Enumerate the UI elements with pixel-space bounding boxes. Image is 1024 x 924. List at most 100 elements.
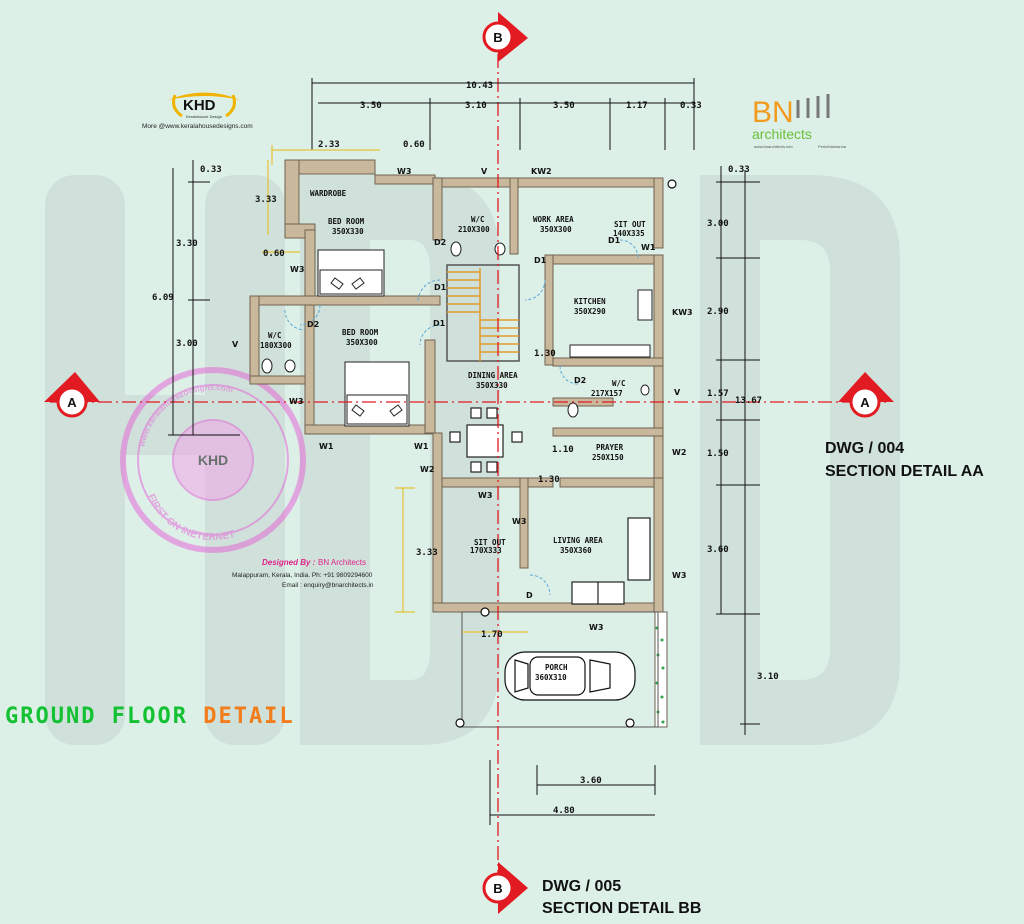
room-living-name: LIVING AREA [553,536,603,545]
dim-stair-a: 1.30 [534,349,556,359]
room-wc-mid-name: W/C [268,331,282,340]
section-marker-b-top: B [482,12,528,62]
svg-text:D: D [526,591,533,600]
room-wardrobe-name: WARDROBE [310,189,347,198]
svg-text:A: A [860,395,870,410]
dwg-aa-title: SECTION DETAIL AA [825,463,984,480]
khd-logo: KHD Keralahouse Design More @www.keralah… [142,92,253,130]
dim-wardrobe-off: 0.60 [403,140,425,150]
designed-by: BN Architects [318,558,366,567]
svg-text:KW2: KW2 [531,167,552,176]
watermark-letters [45,175,900,745]
khd-sub: Keralahouse Design [186,114,222,119]
dining-table [449,407,523,473]
designed-by-prefix: Designed By : [262,558,316,567]
page-title: GROUND FLOOR DETAIL [5,704,295,729]
svg-text:B: B [493,30,502,45]
dim-right-total: 13.67 [735,396,762,406]
credit-email: Email : enquiry@bnarchitects.in [282,582,374,589]
room-kitchen-name: KITCHEN [574,297,606,306]
bn-logo: BN architects www.bnarchitects.info Peri… [752,94,847,149]
svg-text:D2: D2 [434,238,446,247]
bn-small-left: www.bnarchitects.info [754,144,793,149]
dim-left-3: 3.00 [176,339,198,349]
living-sofa [571,517,651,605]
room-living-size: 350X360 [560,546,592,555]
room-dining-size: 350X330 [476,381,508,390]
door-swings [284,239,639,596]
bn-sub: architects [752,126,812,142]
kitchen-counter [569,289,653,358]
porch-outline [461,611,659,728]
dim-right-1: 0.33 [728,165,750,175]
svg-text:V: V [674,388,681,397]
dim-sitout-w: 1.70 [481,630,503,640]
room-prayer-name: PRAYER [596,443,624,452]
dim-top-1: 3.50 [360,101,382,111]
car-icon [504,651,636,701]
room-porch-name: PORCH [545,663,568,672]
dim-wardrobe-w: 2.33 [318,140,340,150]
dim-top-5: 0.33 [680,101,702,111]
room-wc-mid-size: 180X300 [260,341,292,350]
room-dining-name: DINING AREA [468,371,518,380]
dim-wardrobe-b: 0.60 [263,249,285,259]
room-bed-top-size: 350X330 [332,227,364,236]
room-bed-mid-name: BED ROOM [342,328,379,337]
section-marker-a-right: A [838,372,894,418]
room-sitout-low-name: SIT OUT [474,538,506,547]
bed-top [317,249,385,297]
svg-text:W3: W3 [672,571,686,580]
dim-right-2: 3.00 [707,219,729,229]
svg-text:W3: W3 [397,167,411,176]
dim-sitout-h: 3.33 [416,548,438,558]
svg-text:A: A [67,395,77,410]
opening-tags: W3 V KW2 W1 D1 D2 D1 D1 KW3 W3 D2 V D1 D… [232,167,693,632]
room-sitout-top-name: SIT OUT [614,220,646,229]
svg-text:D1: D1 [433,319,446,328]
room-bed-top-name: BED ROOM [328,217,365,226]
section-lines [50,30,890,895]
dim-stair-c: 1.30 [538,475,560,485]
dim-stair-b: 1.10 [552,445,574,455]
walls [249,159,668,728]
svg-text:W3: W3 [512,517,526,526]
dwg-bb-title: SECTION DETAIL BB [542,900,701,917]
svg-text:D2: D2 [307,320,319,329]
room-work-size: 350X300 [540,225,572,234]
khd-site: More @www.keralahousedesigns.com [142,123,253,130]
column-markers [455,179,677,728]
dim-right-7: 3.10 [757,672,779,682]
dim-wardrobe-h: 3.33 [255,195,277,205]
dim-left-2: 3.30 [176,239,198,249]
dim-right-4: 1.57 [707,389,729,399]
khd-mark: KHD [183,97,216,114]
dim-right-3: 2.90 [707,307,729,317]
dim-top-4: 1.17 [626,101,648,111]
dim-overall-top: 10.43 [466,81,493,91]
dwg-bb-number: DWG / 005 [542,878,621,895]
svg-text:W2: W2 [672,448,686,457]
bed-mid [344,361,410,427]
credit-address: Malappuram, Kerala, India. Ph: +91 98092… [232,572,373,579]
dim-bottom-inner: 3.60 [580,776,602,786]
dim-left-total: 6.09 [152,293,174,303]
dim-left-1: 0.33 [200,165,222,175]
credits: Designed By : BN Architects Malappuram, … [232,558,374,589]
room-wc-top-size: 210X300 [458,225,490,234]
dwg-aa-number: DWG / 004 [825,440,904,457]
section-marker-b-bottom: B [482,862,528,914]
bn-mark: BN [752,96,794,129]
svg-text:D1: D1 [608,236,621,245]
room-prayer-size: 250X150 [592,453,624,462]
dim-bottom-outer: 4.80 [553,806,575,816]
room-wc-right-size: 217X157 [591,389,623,398]
dim-right-5: 1.50 [707,449,729,459]
dim-top-2: 3.10 [465,101,487,111]
svg-text:B: B [493,881,502,896]
room-wc-right-name: W/C [612,379,626,388]
stamp-center: KHD [198,452,228,468]
svg-text:W1: W1 [641,243,656,252]
svg-text:W2: W2 [420,465,434,474]
